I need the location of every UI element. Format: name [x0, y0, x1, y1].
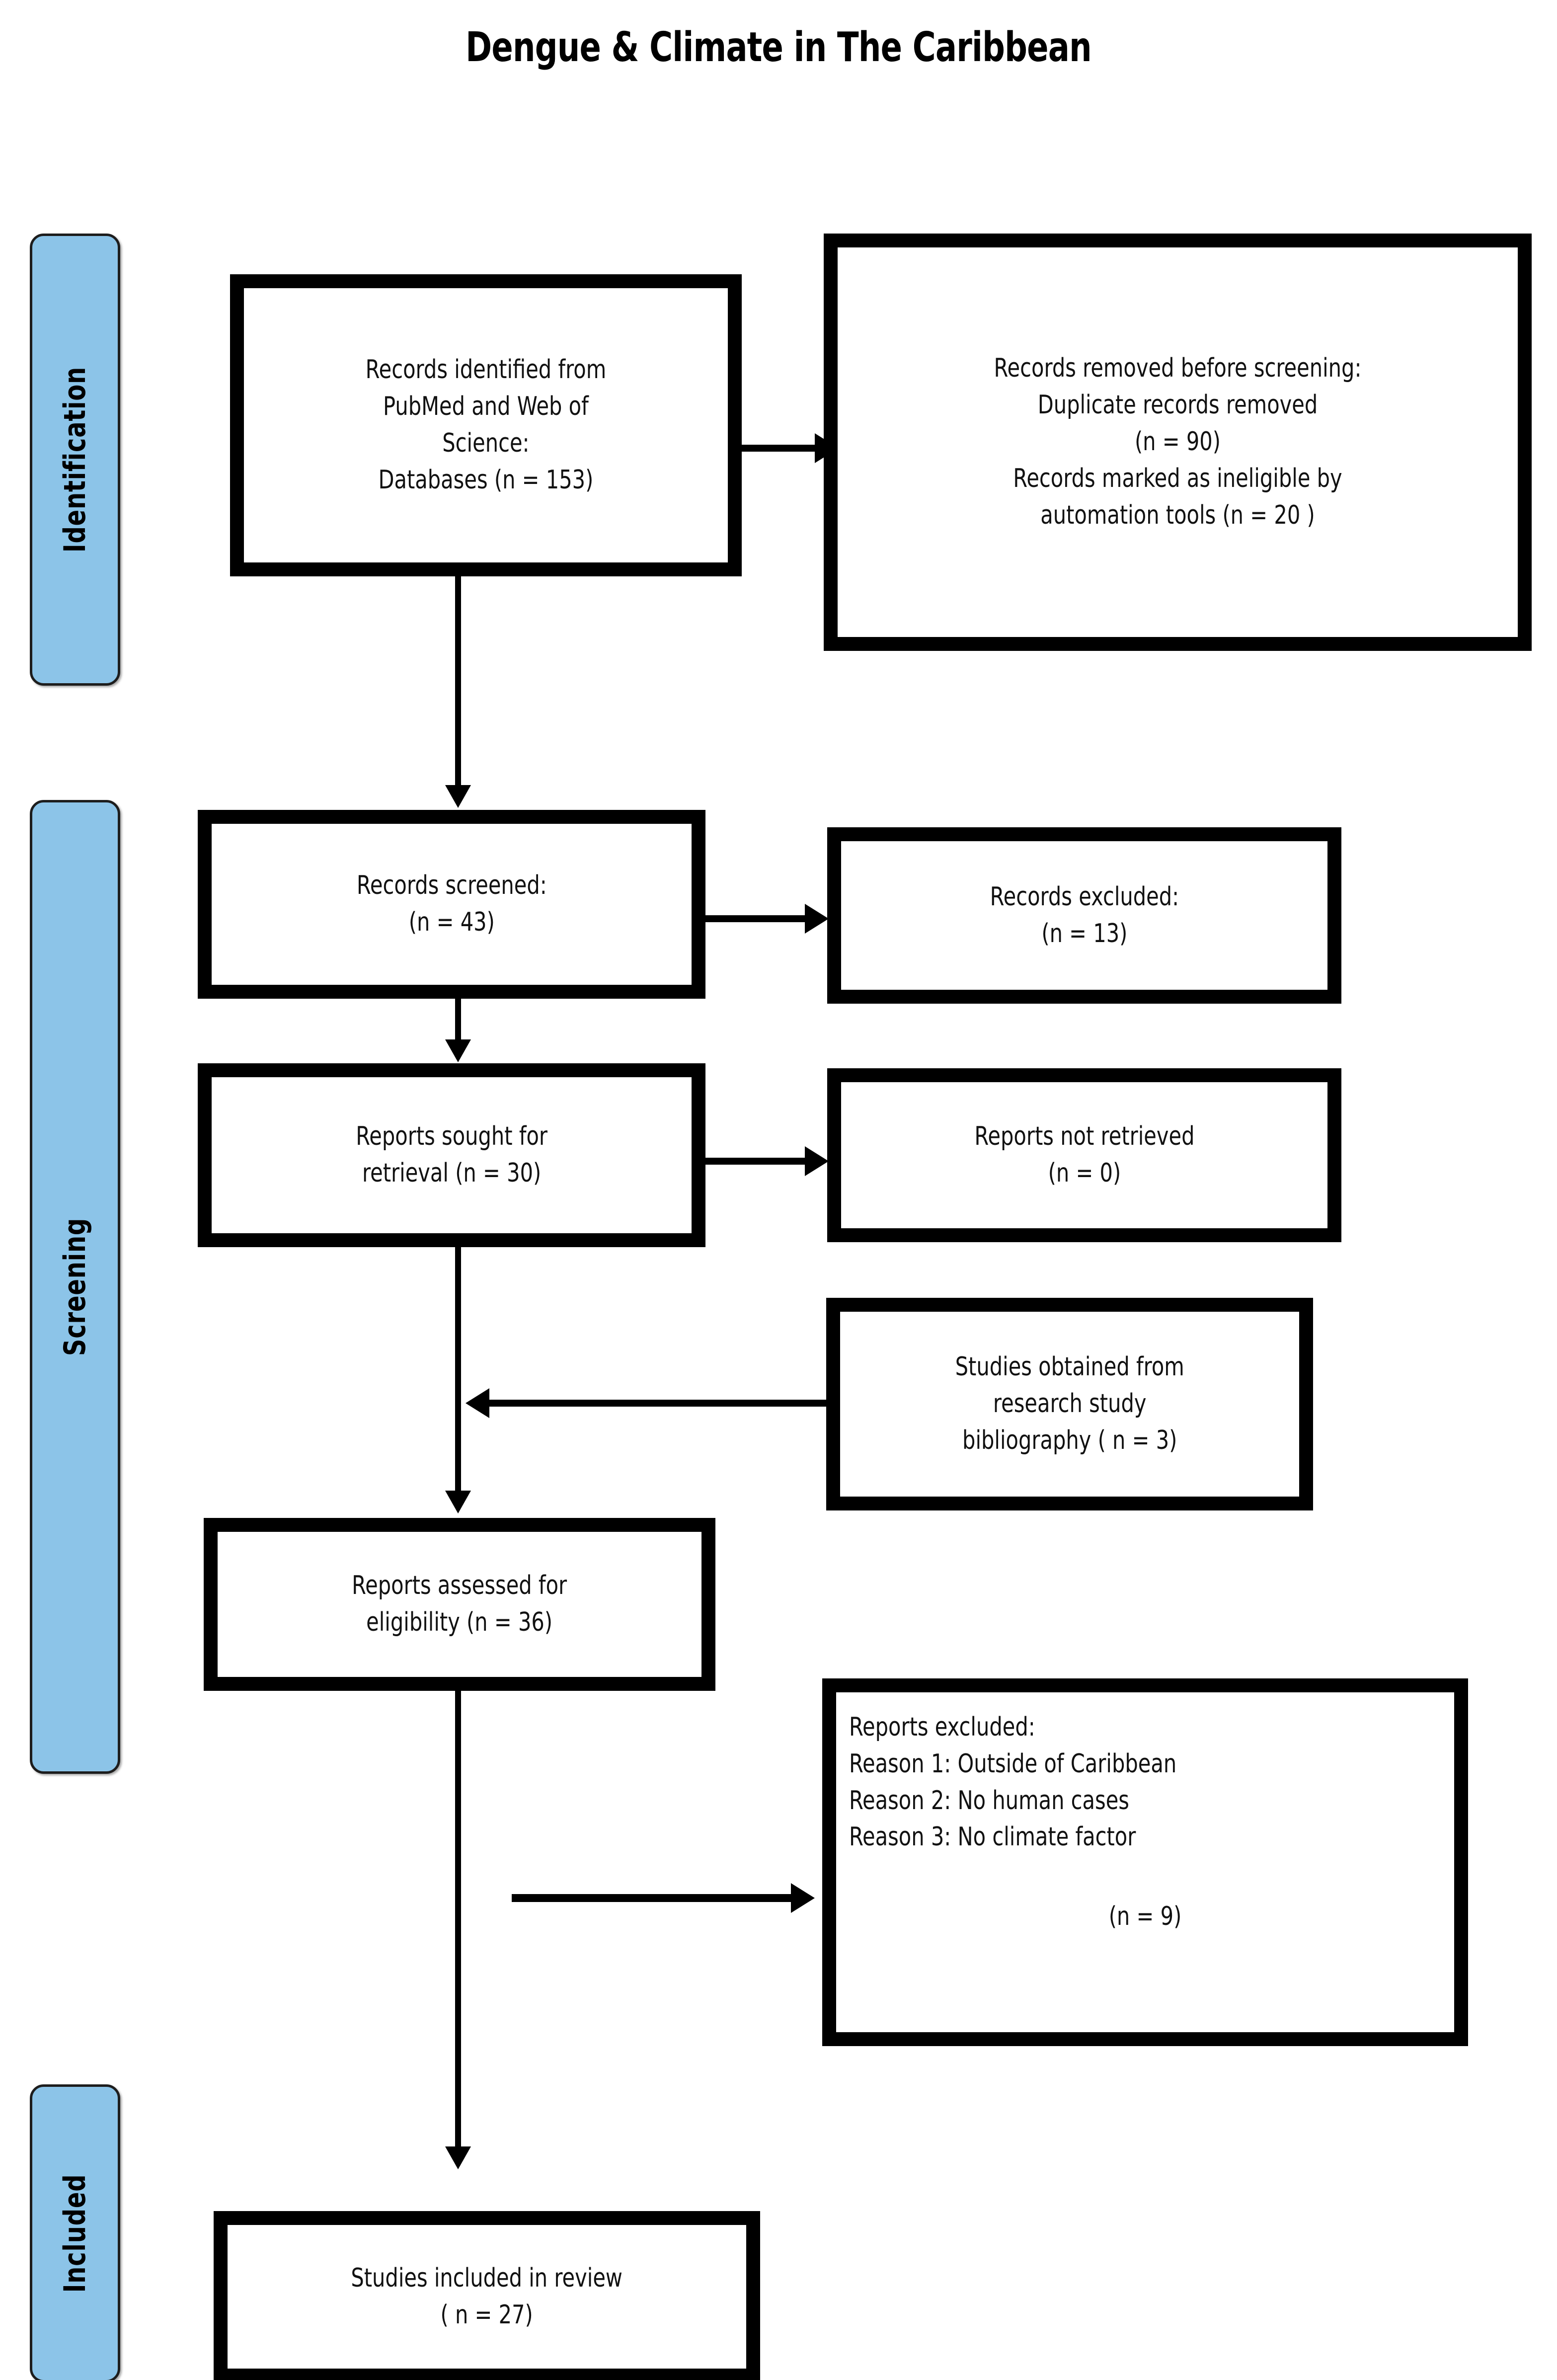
box-records-removed[interactable]: Records removed before screening: Duplic…	[824, 234, 1532, 651]
connector-assessed-to-reports-excluded	[512, 1894, 795, 1902]
connector-bibliography-to-spine	[489, 1400, 827, 1407]
box-reports-assessed-text: Reports assessed for eligibility (n = 36…	[352, 1571, 567, 1637]
box-records-screened[interactable]: Records screened: (n = 43)	[198, 810, 705, 999]
arrow-bibliography-to-spine	[466, 1388, 489, 1418]
arrow-assessed-to-included	[445, 2146, 471, 2169]
box-studies-bibliography-text: Studies obtained from research study bib…	[955, 1352, 1184, 1455]
stage-identification: Identification	[30, 234, 120, 686]
box-records-screened-text: Records screened: (n = 43)	[356, 871, 547, 937]
box-reports-assessed[interactable]: Reports assessed for eligibility (n = 36…	[204, 1518, 715, 1691]
box-records-excluded-text: Records excluded: (n = 13)	[990, 881, 1179, 949]
box-studies-included-text: Studies included in review ( n = 27)	[351, 2263, 623, 2330]
arrow-sought-to-assessed	[445, 1491, 471, 1513]
box-reports-sought-inner: Reports sought for retrieval (n = 30)	[212, 1077, 692, 1233]
connector-sought-to-assessed	[455, 1242, 461, 1506]
arrow-identified-to-screened	[445, 785, 471, 808]
connector-screened-to-sought	[455, 996, 461, 1048]
connector-identified-to-removed	[729, 445, 824, 452]
box-reports-excluded-inner: Reports excluded: Reason 1: Outside of C…	[836, 1692, 1454, 2032]
page-title: Dengue & Climate in The Caribbean	[466, 24, 1092, 71]
box-records-excluded-inner: Records excluded: (n = 13)	[841, 841, 1327, 990]
arrow-sought-to-not-retrieved	[805, 1146, 829, 1176]
box-records-identified-text: Records identified from PubMed and Web o…	[365, 355, 607, 495]
box-reports-not-retrieved-text: Reports not retrieved (n = 0)	[974, 1121, 1195, 1188]
box-reports-sought[interactable]: Reports sought for retrieval (n = 30)	[198, 1063, 705, 1247]
connector-sought-to-not-retrieved	[701, 1158, 815, 1165]
box-records-screened-inner: Records screened: (n = 43)	[212, 824, 692, 985]
stage-screening: Screening	[30, 800, 120, 1774]
box-reports-excluded[interactable]: Reports excluded: Reason 1: Outside of C…	[822, 1678, 1468, 2046]
stage-included-label: Included	[58, 2174, 92, 2293]
arrow-screened-to-sought	[445, 1039, 471, 1062]
box-reports-sought-text: Reports sought for retrieval (n = 30)	[356, 1121, 547, 1188]
box-studies-included-inner: Studies included in review ( n = 27)	[228, 2225, 746, 2369]
box-records-identified-inner: Records identified from PubMed and Web o…	[244, 288, 728, 562]
box-records-excluded[interactable]: Records excluded: (n = 13)	[827, 827, 1341, 1004]
connector-screened-to-excluded	[701, 915, 815, 922]
stage-identification-label: Identification	[58, 366, 92, 553]
box-reports-excluded-count: (n = 9)	[1108, 1902, 1182, 1932]
box-reports-not-retrieved[interactable]: Reports not retrieved (n = 0)	[827, 1068, 1341, 1242]
box-studies-included[interactable]: Studies included in review ( n = 27)	[214, 2211, 760, 2380]
box-studies-bibliography[interactable]: Studies obtained from research study bib…	[826, 1298, 1313, 1510]
box-reports-not-retrieved-inner: Reports not retrieved (n = 0)	[841, 1082, 1327, 1228]
box-records-removed-text: Records removed before screening: Duplic…	[994, 353, 1362, 530]
stage-screening-label: Screening	[58, 1217, 92, 1356]
box-studies-bibliography-inner: Studies obtained from research study bib…	[840, 1312, 1299, 1497]
box-reports-assessed-inner: Reports assessed for eligibility (n = 36…	[218, 1532, 701, 1677]
arrow-screened-to-excluded	[805, 904, 829, 934]
arrow-assessed-to-reports-excluded	[791, 1883, 815, 1913]
box-records-removed-inner: Records removed before screening: Duplic…	[838, 247, 1518, 637]
stage-included: Included	[30, 2084, 120, 2380]
box-reports-excluded-reasons: Reports excluded: Reason 1: Outside of C…	[849, 1712, 1177, 1852]
connector-assessed-to-included	[455, 1688, 461, 2160]
box-records-identified[interactable]: Records identified from PubMed and Web o…	[230, 274, 742, 576]
connector-identified-to-screened	[455, 574, 461, 797]
